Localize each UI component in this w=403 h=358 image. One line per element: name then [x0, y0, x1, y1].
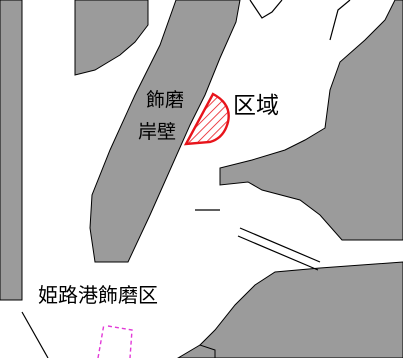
coast-detail-top	[249, 0, 283, 19]
land-bottom-center	[177, 344, 216, 358]
land-right-upper	[219, 0, 403, 241]
label-wharf-line1: 飾磨	[146, 89, 184, 111]
label-district: 姫路港飾磨区	[38, 283, 158, 307]
coastline-lines	[21, 0, 351, 358]
wharf-highlight-area[interactable]	[183, 92, 230, 146]
channel-line-upper	[239, 227, 321, 263]
dashed-marker[interactable]	[97, 323, 133, 358]
channel-line-lower	[237, 235, 319, 271]
shore-line-left-bottom	[21, 311, 49, 358]
land-right-lower	[194, 261, 403, 358]
land-diagonal-pier	[89, 0, 241, 263]
label-area: 区域	[233, 93, 279, 119]
land-top-left-block	[74, 0, 149, 76]
land-left-strip	[0, 0, 23, 301]
label-wharf-line2: 岸壁	[138, 121, 176, 143]
coast-detail-right	[329, 0, 351, 41]
